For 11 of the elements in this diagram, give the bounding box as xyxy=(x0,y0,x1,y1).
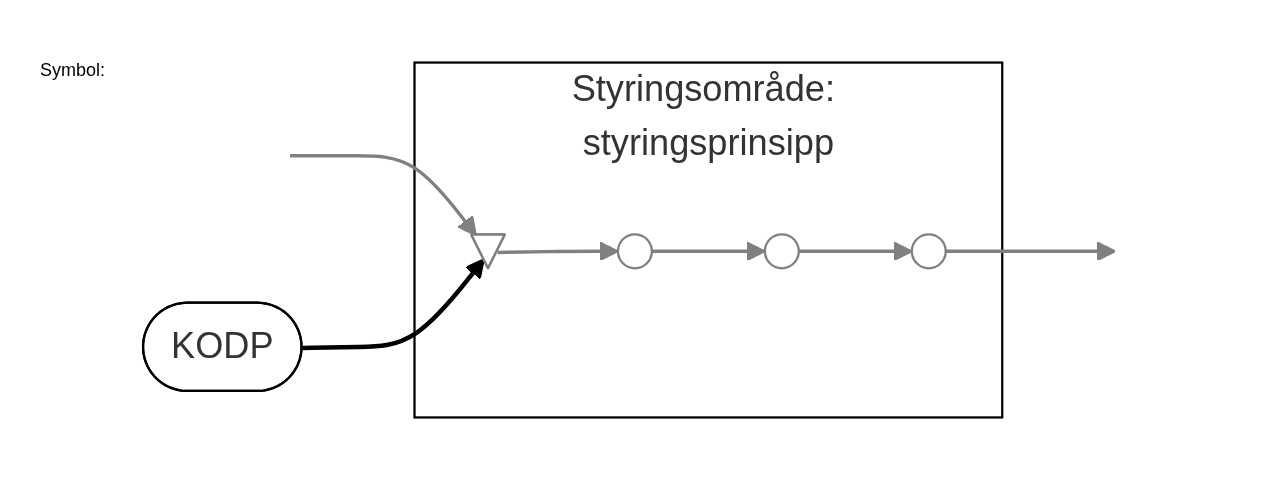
node-circle xyxy=(910,233,947,270)
arrow xyxy=(290,154,477,237)
arrow xyxy=(798,241,913,262)
arrow xyxy=(945,241,1117,262)
arrow xyxy=(302,258,485,351)
arrow xyxy=(651,241,766,262)
node-circle xyxy=(763,233,800,270)
node-circle xyxy=(616,233,653,270)
cluster: Styringsområde: styringsprinsipp xyxy=(413,61,1004,419)
arrow xyxy=(497,241,619,262)
symbol-label: Symbol: xyxy=(40,60,106,81)
